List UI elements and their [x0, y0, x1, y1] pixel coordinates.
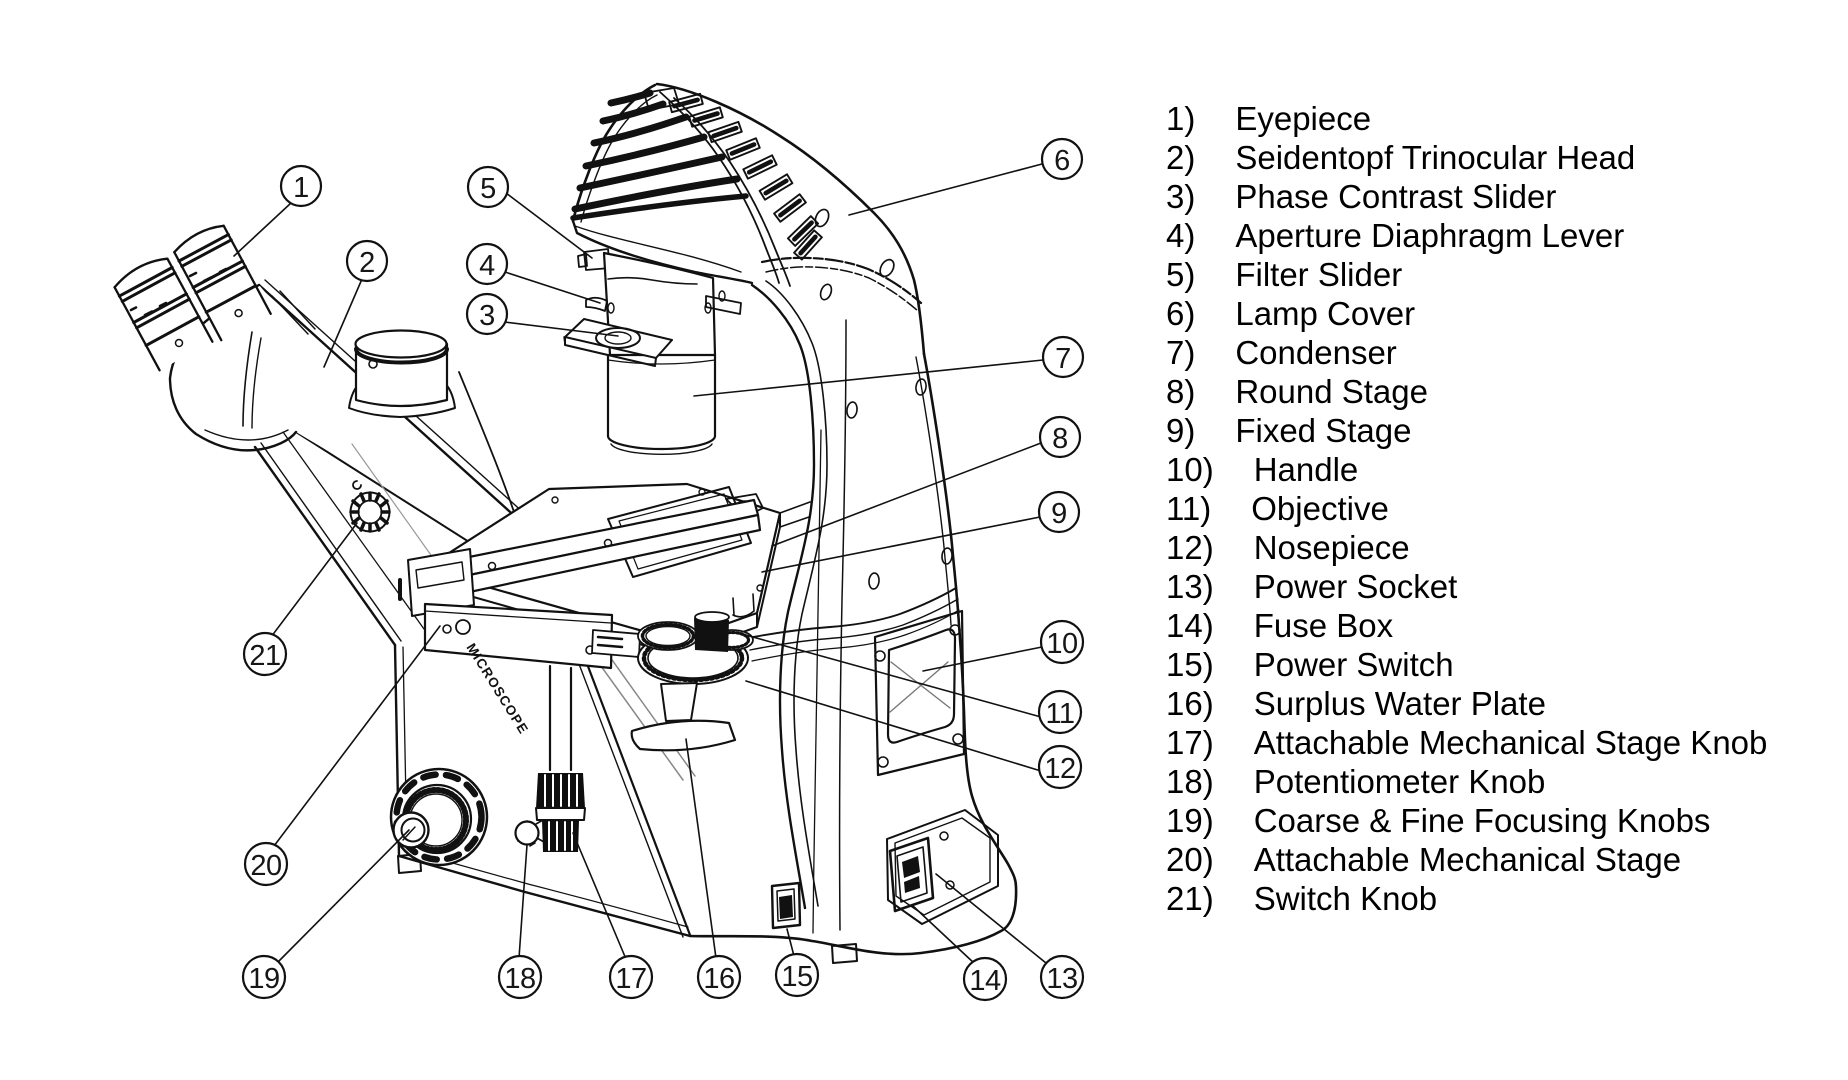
svg-text:7: 7: [1055, 343, 1071, 375]
svg-text:11: 11: [1045, 698, 1074, 730]
svg-text:10: 10: [1046, 628, 1077, 660]
svg-text:19: 19: [248, 963, 279, 995]
svg-text:14: 14: [969, 965, 1001, 997]
svg-text:20: 20: [250, 850, 281, 882]
svg-text:12: 12: [1044, 753, 1075, 785]
svg-text:16: 16: [703, 963, 734, 995]
svg-text:2: 2: [359, 247, 375, 279]
svg-text:8: 8: [1052, 423, 1068, 455]
svg-text:1: 1: [293, 172, 309, 204]
svg-text:18: 18: [504, 963, 535, 995]
svg-text:21: 21: [249, 640, 280, 672]
svg-text:3: 3: [479, 300, 495, 332]
svg-text:17: 17: [615, 963, 646, 995]
svg-text:6: 6: [1054, 145, 1070, 177]
svg-text:4: 4: [479, 250, 495, 282]
svg-text:5: 5: [480, 173, 496, 205]
svg-text:13: 13: [1046, 963, 1077, 995]
svg-text:9: 9: [1051, 498, 1067, 530]
svg-text:15: 15: [781, 961, 812, 993]
